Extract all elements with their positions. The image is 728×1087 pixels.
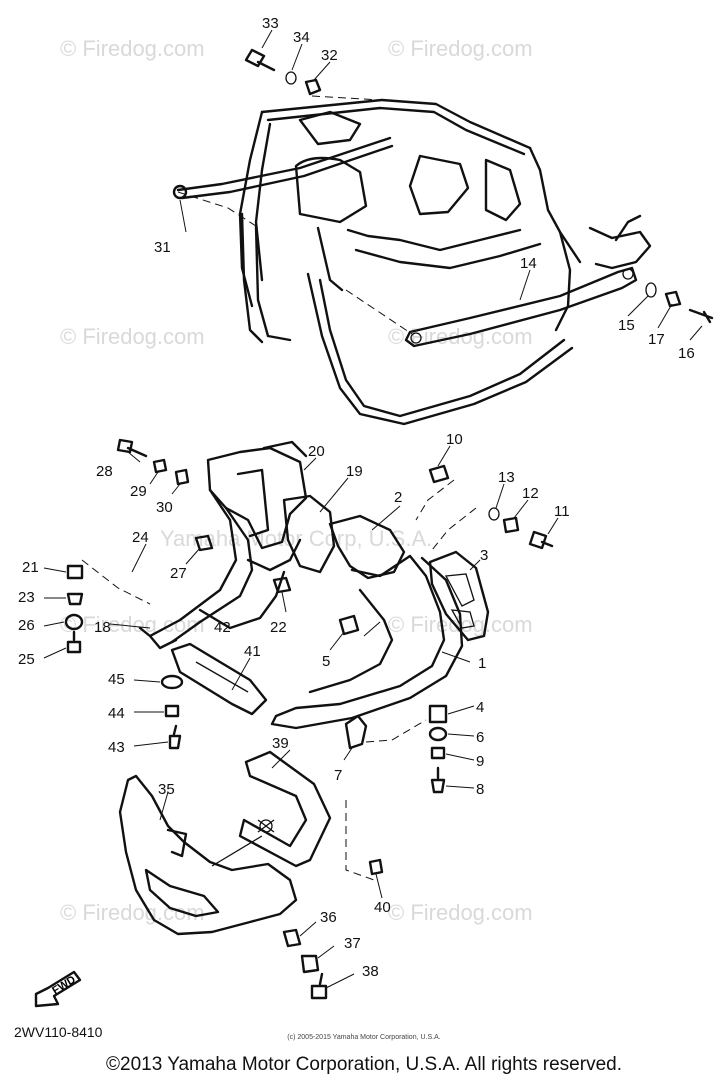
part-label: 33 bbox=[262, 15, 279, 32]
part-label: 28 bbox=[96, 463, 113, 480]
part-label: 17 bbox=[648, 331, 665, 348]
part-label: 7 bbox=[334, 767, 342, 784]
skid-plate-assembly bbox=[118, 750, 384, 1000]
watermarks: © Firedog.com © Firedog.com © Firedog.co… bbox=[60, 36, 533, 925]
part-label: 16 bbox=[678, 345, 695, 362]
watermark-text: © Firedog.com bbox=[60, 612, 205, 637]
drawing-code: 2WV110-8410 bbox=[14, 1024, 103, 1040]
part-label: 12 bbox=[522, 485, 539, 502]
part-label: 11 bbox=[554, 503, 570, 520]
part-label: 13 bbox=[498, 469, 515, 486]
part-label: 1 bbox=[478, 655, 486, 672]
guard-assembly bbox=[81, 440, 490, 881]
part-label: 22 bbox=[270, 619, 287, 636]
frame-hardware bbox=[172, 48, 714, 324]
part-label: 8 bbox=[476, 781, 484, 798]
part-label: 6 bbox=[476, 729, 484, 746]
part-label: 27 bbox=[170, 565, 187, 582]
part-label: 36 bbox=[320, 909, 337, 926]
part-label: 20 bbox=[308, 443, 325, 460]
part-label: 37 bbox=[344, 935, 361, 952]
fwd-label: FWD bbox=[50, 974, 78, 997]
watermark-text: © Firedog.com bbox=[60, 324, 205, 349]
part-label: 32 bbox=[321, 47, 338, 64]
part-label: 23 bbox=[18, 589, 35, 606]
part-labels: 33 34 32 31 14 15 17 16 28 29 30 20 19 1… bbox=[18, 15, 695, 980]
part-label: 45 bbox=[108, 671, 125, 688]
watermark-text: © Firedog.com bbox=[60, 36, 205, 61]
watermark-text: © Firedog.com bbox=[60, 900, 205, 925]
copyright-notice: ©2013 Yamaha Motor Corporation, U.S.A. A… bbox=[106, 1054, 622, 1075]
part-label: 30 bbox=[156, 499, 173, 516]
part-label: 44 bbox=[108, 705, 125, 722]
watermark-text: © Firedog.com bbox=[388, 900, 533, 925]
frame-assembly bbox=[176, 95, 652, 426]
part-label: 43 bbox=[108, 739, 125, 756]
part-label: 31 bbox=[154, 239, 171, 256]
part-label: 26 bbox=[18, 617, 35, 634]
part-label: 21 bbox=[22, 559, 39, 576]
part-label: 18 bbox=[94, 619, 111, 636]
part-label: 5 bbox=[322, 653, 330, 670]
part-label: 10 bbox=[446, 431, 463, 448]
part-label: 40 bbox=[374, 899, 391, 916]
small-copyright: (c) 2005-2015 Yamaha Motor Corporation, … bbox=[287, 1034, 441, 1041]
part-label: 2 bbox=[394, 489, 402, 506]
part-label: 4 bbox=[476, 699, 484, 716]
watermark-text: © Firedog.com bbox=[388, 36, 533, 61]
part-label: 19 bbox=[346, 463, 363, 480]
part-label: 34 bbox=[293, 29, 310, 46]
part-label: 29 bbox=[130, 483, 147, 500]
part-label: 15 bbox=[618, 317, 635, 334]
fwd-arrow: FWD bbox=[34, 970, 82, 1008]
part-label: 38 bbox=[362, 963, 379, 980]
guard-hardware bbox=[64, 438, 554, 794]
part-label: 42 bbox=[214, 619, 231, 636]
part-label: 24 bbox=[132, 529, 149, 546]
part-label: 39 bbox=[272, 735, 289, 752]
part-label: 41 bbox=[244, 643, 261, 660]
part-label: 35 bbox=[158, 781, 175, 798]
leader-lines bbox=[43, 29, 703, 989]
part-label: 25 bbox=[18, 651, 35, 668]
part-label: 9 bbox=[476, 753, 484, 770]
part-label: 14 bbox=[520, 255, 537, 272]
part-label: 3 bbox=[480, 547, 488, 564]
